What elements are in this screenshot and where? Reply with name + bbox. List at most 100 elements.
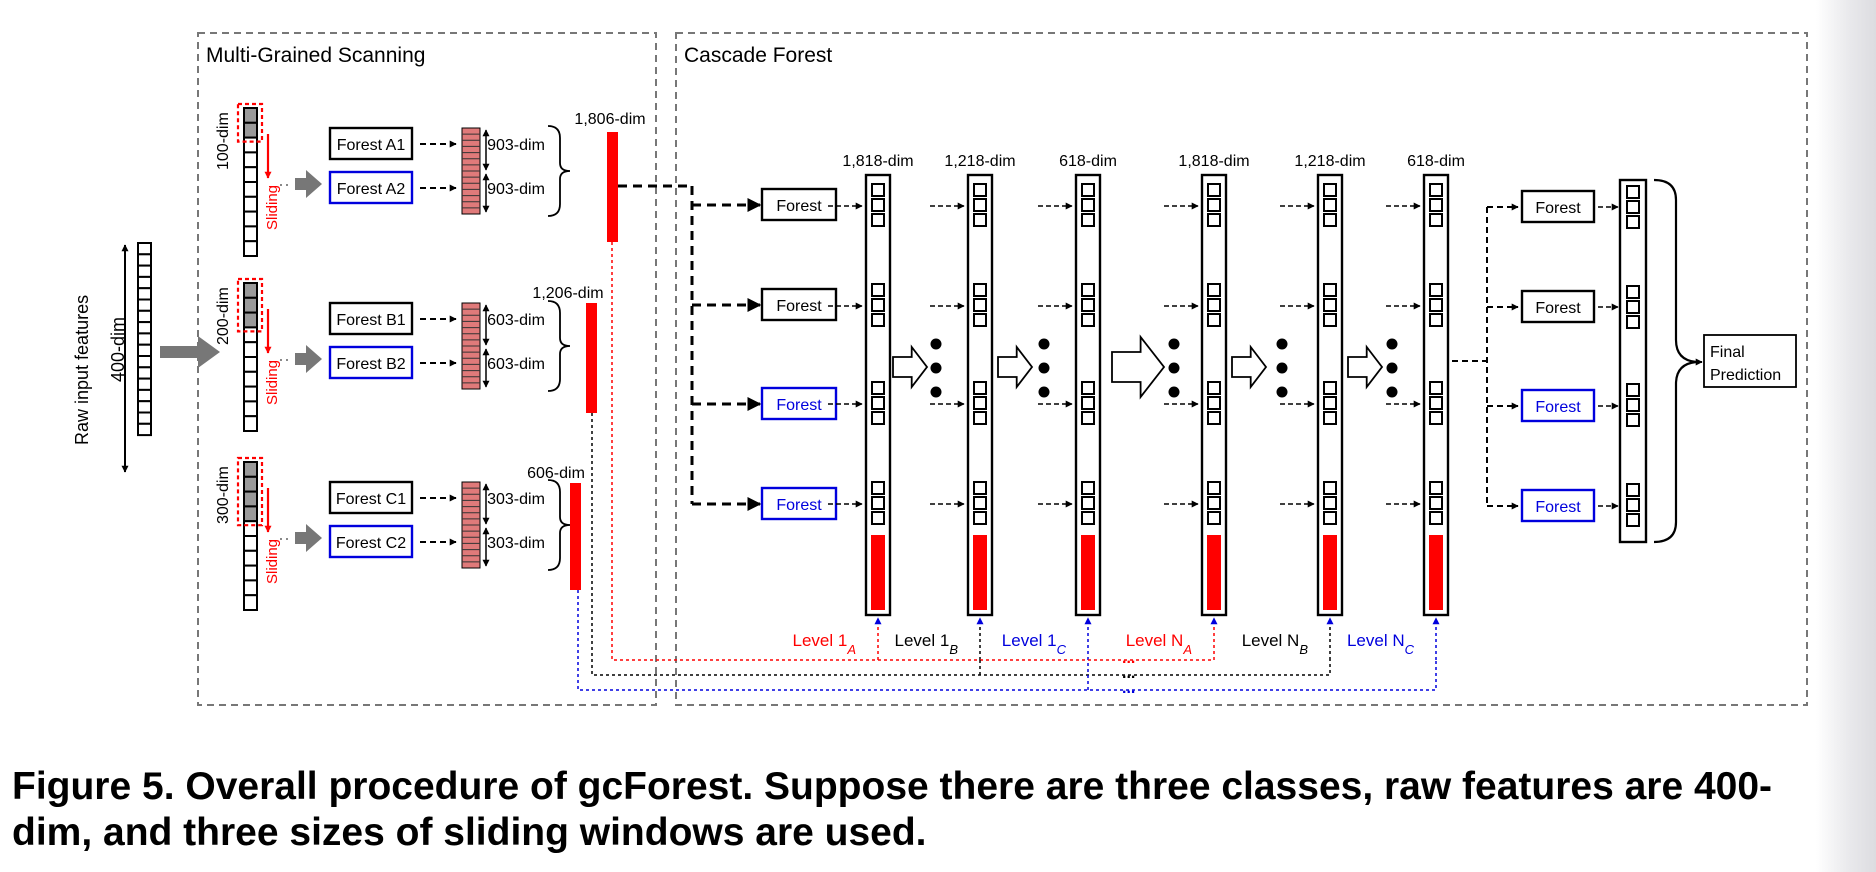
- final-vector-frame: [1618, 178, 1648, 544]
- input-cell: [243, 225, 258, 243]
- class-vector-cell: [1081, 313, 1095, 327]
- class-vector-cell: [973, 213, 987, 227]
- input-cell: [243, 107, 258, 124]
- cascade-forest-box: [760, 486, 838, 521]
- cascade-forest-box: [760, 287, 838, 322]
- class-vector-cell: [1081, 511, 1095, 525]
- level-dim-label: 618-dim: [1407, 153, 1465, 170]
- class-vector-dim: 903-dim: [487, 137, 545, 154]
- class-vector-cell: [1429, 198, 1443, 212]
- final-forest-label: Forest: [1535, 399, 1581, 416]
- final-forest-box: [1520, 189, 1596, 224]
- feedback-lines: .........: [577, 242, 1437, 697]
- dots: ··: [278, 174, 290, 194]
- level-hollow-arrow: [1231, 344, 1268, 390]
- final-class-cell: [1626, 300, 1640, 314]
- cascade-forest-box: [760, 386, 838, 421]
- class-vector-cell: [1429, 481, 1443, 495]
- level-dim-label: 1,218-dim: [1294, 153, 1365, 170]
- window-dim-label: 200-dim: [215, 287, 232, 345]
- class-vector-cell: [1323, 198, 1337, 212]
- level-hollow-arrow: [892, 344, 929, 390]
- continuation-dot: [1276, 338, 1288, 350]
- input-cell: [243, 210, 258, 228]
- continuation-dot: [930, 362, 942, 374]
- concatenated-vector-dim: 1,206-dim: [532, 285, 603, 302]
- class-vector-cell: [1323, 381, 1337, 395]
- class-vector-cell: [871, 183, 885, 197]
- input-cell: [243, 121, 258, 139]
- input-cell: [243, 579, 258, 597]
- class-vector-cell: [1323, 511, 1337, 525]
- input-cell: [243, 370, 258, 388]
- input-cell: [243, 400, 258, 418]
- scanning-forest-label: Forest B1: [336, 312, 405, 329]
- continuation-dot: [1168, 338, 1180, 350]
- class-vector-cell: [1429, 411, 1443, 425]
- final-class-cell: [1626, 383, 1640, 397]
- scanning-forest-box: [328, 345, 414, 380]
- class-vector-cell: [1429, 396, 1443, 410]
- class-vector-cell: [1081, 183, 1095, 197]
- level-label: Level NC: [1347, 631, 1415, 657]
- raw-input-label: Raw input features: [72, 295, 92, 445]
- class-vector-cell: [1081, 381, 1095, 395]
- class-vector-dim: 603-dim: [487, 356, 545, 373]
- class-vector-cell: [1207, 496, 1221, 510]
- class-vector-cell: [973, 198, 987, 212]
- raw-input-cell: [137, 411, 152, 425]
- class-vector-cell: [1429, 183, 1443, 197]
- scanning-forest-label: Forest C2: [336, 535, 406, 552]
- raw-input-cell: [137, 377, 152, 391]
- window-dim-label: 300-dim: [215, 466, 232, 524]
- cascade-forest-box: [760, 187, 838, 222]
- raw-input-cell: [137, 264, 152, 278]
- final-forest-label: Forest: [1535, 300, 1581, 317]
- raw-input-cell: [137, 253, 152, 267]
- sliding-window: [236, 102, 264, 143]
- class-vector-dim: 903-dim: [487, 181, 545, 198]
- concat-brace: [547, 125, 571, 217]
- level-dim-label: 1,818-dim: [842, 153, 913, 170]
- continuation-dot: [1386, 386, 1398, 398]
- class-vector-dim: 303-dim: [487, 491, 545, 508]
- class-vector-cell: [1081, 411, 1095, 425]
- multi-grained-scanning-frame: [197, 32, 657, 706]
- figure-caption: Figure 5. Overall procedure of gcForest.…: [12, 765, 1773, 854]
- raw-input-cell: [137, 388, 152, 403]
- class-vector-cell: [973, 381, 987, 395]
- augmented-feature-bar: [1081, 535, 1095, 610]
- transform-arrow: [295, 524, 322, 552]
- scanning-forest-label: Forest C1: [336, 491, 406, 508]
- input-cell: [243, 520, 258, 538]
- raw-input-cell: [137, 275, 152, 290]
- input-cell: [243, 311, 258, 329]
- class-vector-cell: [1081, 396, 1095, 410]
- raw-input-cell: [137, 343, 152, 358]
- final-class-cell: [1626, 315, 1640, 329]
- continuation-dot: [1038, 362, 1050, 374]
- sliding-window: [236, 456, 264, 527]
- level-label: Level NB: [1242, 631, 1309, 657]
- class-vector-cell: [1429, 511, 1443, 525]
- class-vector-cell: [1207, 283, 1221, 297]
- class-vector-cell: [1081, 496, 1095, 510]
- level-hollow-arrow: [1347, 344, 1384, 390]
- final-prediction-line1: Final: [1710, 344, 1745, 361]
- input-cell: [243, 564, 258, 582]
- continuation-dot: [1276, 362, 1288, 374]
- input-cell: [243, 505, 258, 523]
- class-vector-cell: [1323, 411, 1337, 425]
- class-vector-cell: [973, 283, 987, 297]
- continuation-dot: [930, 386, 942, 398]
- final-class-cell: [1626, 513, 1640, 527]
- scanning-forest-label: Forest B2: [336, 356, 405, 373]
- continuation-dot: [1276, 386, 1288, 398]
- class-vector-cell: [1081, 283, 1095, 297]
